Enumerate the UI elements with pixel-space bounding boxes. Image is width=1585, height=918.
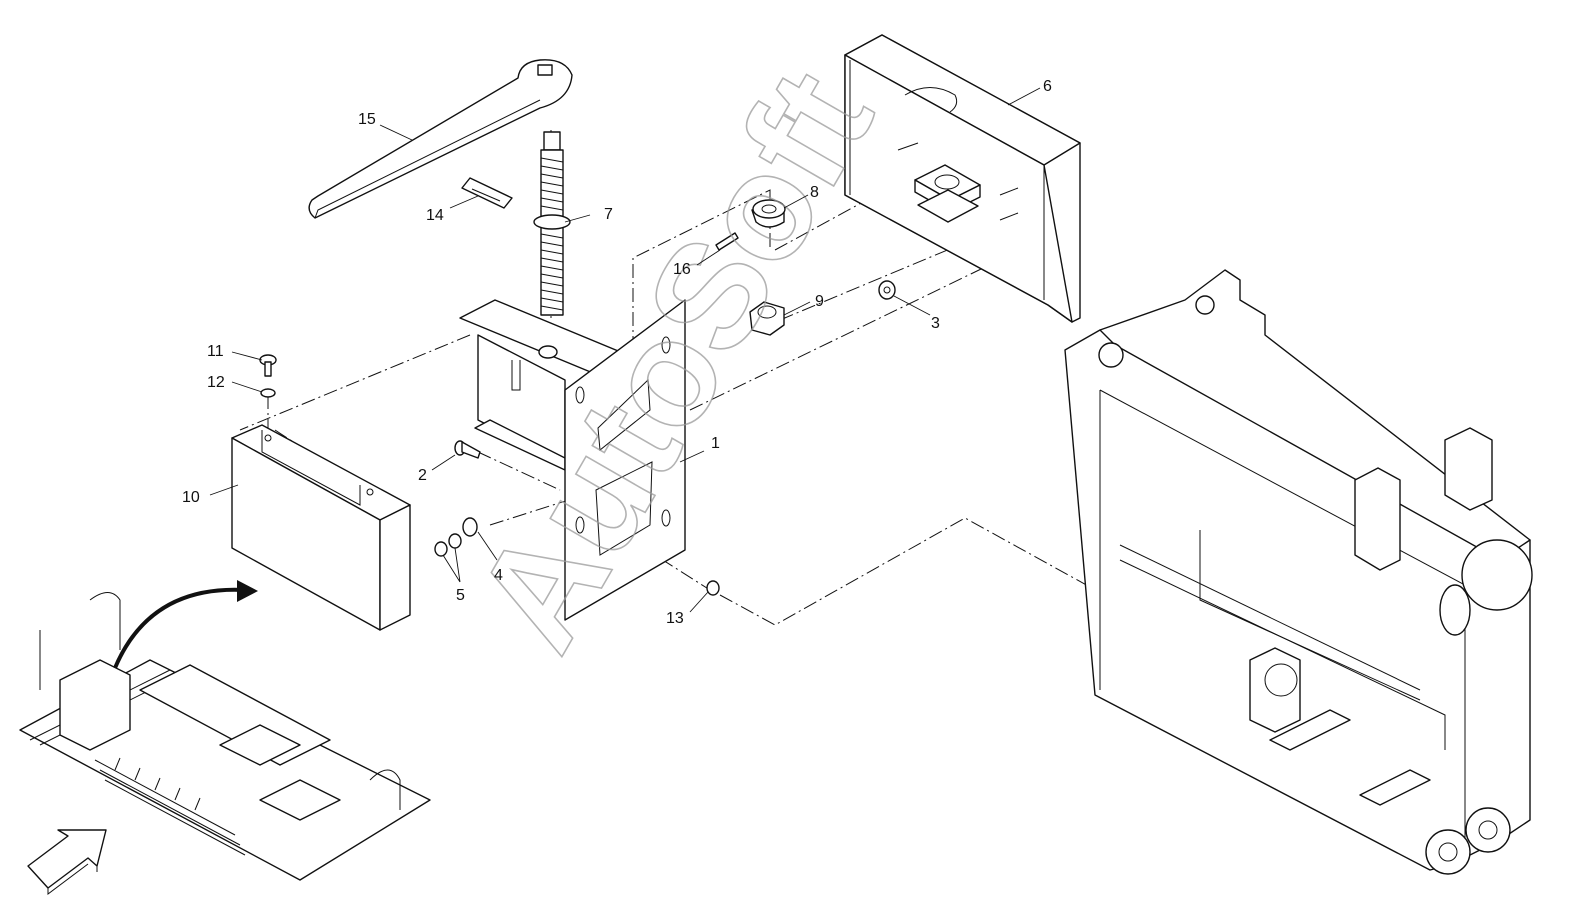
callout-13: 13 [666,610,684,627]
cover-housing [844,34,1081,323]
mounting-bracket [459,299,686,621]
washer-nut-set [434,517,478,557]
machine-frame [1064,269,1533,875]
callout-16: 16 [673,261,691,278]
callout-11: 11 [207,343,224,360]
label-plate [461,177,513,209]
nut-13 [706,580,720,596]
callout-3: 3 [931,315,940,332]
curved-arrow-icon [113,580,258,669]
dowel-pin [715,232,739,251]
crank-handle [308,59,573,219]
callout-14: 14 [426,207,444,224]
callout-9: 9 [815,293,824,310]
callout-7: 7 [604,206,613,223]
upper-nut [751,199,786,228]
callout-12: 12 [207,374,225,391]
box-cover [231,424,411,631]
callout-1: 1 [711,435,720,452]
hex-nut [749,301,785,336]
callout-6: 6 [1043,78,1052,95]
callout-2: 2 [418,467,427,484]
callout-8: 8 [810,184,819,201]
bolt-2 [454,440,481,459]
machine-overview-thumbnail [19,592,431,881]
leader-lines [209,87,1041,613]
callout-10: 10 [182,489,200,506]
callout-4: 4 [494,567,503,584]
callout-labels: 1 2 3 4 5 6 7 8 9 10 11 12 13 14 15 16 [182,78,1052,627]
screw-11 [259,354,277,377]
flat-washer-3 [878,280,896,300]
washer-12 [260,388,276,398]
view-direction-arrow-icon [27,829,107,895]
callout-15: 15 [358,111,376,128]
threaded-spindle [533,131,571,316]
callout-5: 5 [456,587,465,604]
